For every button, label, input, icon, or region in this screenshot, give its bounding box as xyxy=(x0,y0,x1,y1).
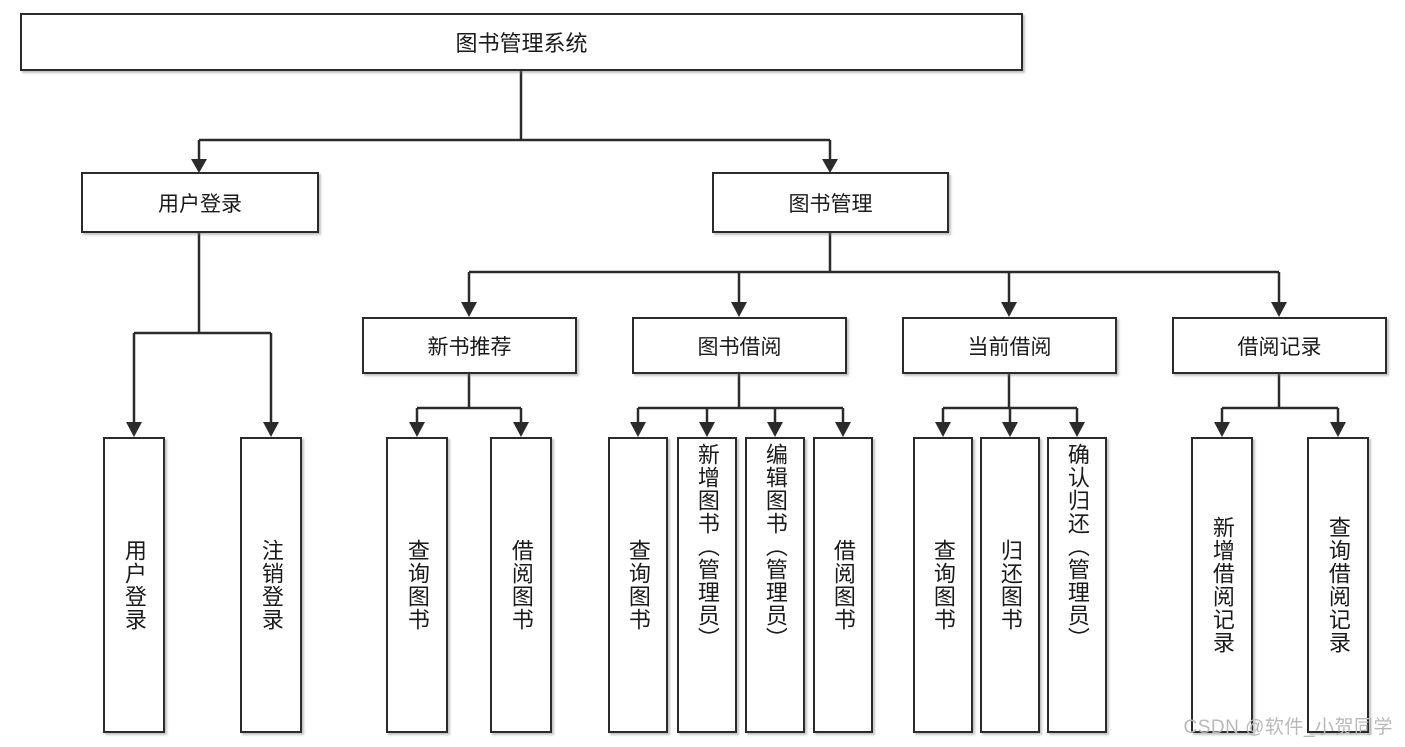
node-label: 查询借阅记录 xyxy=(1325,516,1351,654)
node-book-management[interactable]: 图书管理 xyxy=(712,172,949,233)
node-label: 查询图书 xyxy=(930,539,956,631)
node-module-new-book-recommend[interactable]: 新书推荐 xyxy=(362,317,577,374)
node-label: 新增借阅记录 xyxy=(1209,516,1235,654)
node-label: 当前借阅 xyxy=(967,335,1052,359)
node-label: 借阅图书 xyxy=(830,539,856,631)
node-leaf-borrow-book[interactable]: 借阅图书 xyxy=(813,437,873,733)
node-label: 确认归还（管理员） xyxy=(1064,443,1090,650)
node-label: 用户登录 xyxy=(158,192,242,216)
node-leaf-add-book-admin[interactable]: 新增图书（管理员） xyxy=(677,437,737,733)
node-module-current-borrow[interactable]: 当前借阅 xyxy=(902,317,1117,374)
node-label: 注销登录 xyxy=(258,539,284,631)
node-leaf-query-book-current[interactable]: 查询图书 xyxy=(913,437,973,733)
node-label: 新增图书（管理员） xyxy=(694,443,720,650)
node-root-system[interactable]: 图书管理系统 xyxy=(20,13,1023,71)
node-label: 图书借阅 xyxy=(697,335,782,359)
node-label: 用户登录 xyxy=(121,539,147,631)
node-label: 新书推荐 xyxy=(427,335,512,359)
node-leaf-return-book[interactable]: 归还图书 xyxy=(980,437,1040,733)
node-label: 图书管理 xyxy=(788,192,873,216)
node-label: 查询图书 xyxy=(625,539,651,631)
node-leaf-confirm-return-admin[interactable]: 确认归还（管理员） xyxy=(1047,437,1107,733)
node-leaf-query-borrow-record[interactable]: 查询借阅记录 xyxy=(1307,437,1369,733)
node-leaf-query-book-new[interactable]: 查询图书 xyxy=(386,437,448,733)
node-label: 借阅图书 xyxy=(508,539,534,631)
node-label: 归还图书 xyxy=(997,539,1023,631)
node-module-book-borrow[interactable]: 图书借阅 xyxy=(632,317,847,374)
node-leaf-edit-book-admin[interactable]: 编辑图书（管理员） xyxy=(745,437,805,733)
node-label: 图书管理系统 xyxy=(455,31,588,56)
node-leaf-logout[interactable]: 注销登录 xyxy=(240,437,302,733)
node-leaf-borrow-book-new[interactable]: 借阅图书 xyxy=(490,437,552,733)
node-label: 借阅记录 xyxy=(1237,335,1322,359)
node-user-login[interactable]: 用户登录 xyxy=(81,172,319,233)
node-leaf-user-login[interactable]: 用户登录 xyxy=(103,437,165,733)
node-leaf-query-book-borrow[interactable]: 查询图书 xyxy=(608,437,668,733)
node-module-borrow-records[interactable]: 借阅记录 xyxy=(1172,317,1387,374)
node-label: 查询图书 xyxy=(404,539,430,631)
node-label: 编辑图书（管理员） xyxy=(762,443,788,650)
node-leaf-add-borrow-record[interactable]: 新增借阅记录 xyxy=(1191,437,1253,733)
